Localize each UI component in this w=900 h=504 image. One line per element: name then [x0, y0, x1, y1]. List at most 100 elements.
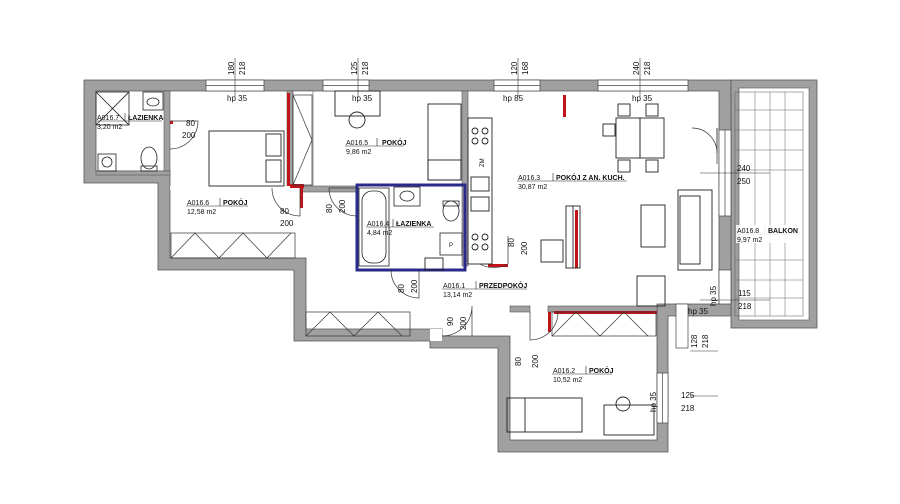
window-sill: hp 35: [227, 94, 248, 103]
room-code: A016.2: [553, 368, 575, 375]
door-width: 80: [325, 204, 334, 213]
door-width: 80: [397, 284, 406, 293]
room-name: POKÓJ Z AN. KUCH.: [556, 173, 625, 182]
window-width: 120: [510, 61, 519, 75]
new-partitions: [170, 93, 657, 332]
door-height: 200: [280, 219, 294, 228]
door-width: 80: [507, 238, 516, 247]
room-code: A016.7: [97, 115, 119, 122]
sink: [142, 91, 164, 111]
door: [441, 305, 473, 337]
window-height: 218: [701, 334, 710, 348]
sofa: [677, 189, 713, 271]
window-height: 218: [681, 404, 695, 413]
door-height: 200: [520, 241, 529, 255]
windows: [205, 79, 732, 424]
room-area: 13,14 m2: [443, 292, 472, 299]
door: [169, 120, 199, 150]
window-width: 125: [681, 391, 695, 400]
room-name: BALKON: [768, 228, 798, 235]
room-area: 4,84 m2: [367, 230, 392, 237]
room-area: 12,58 m2: [187, 209, 216, 216]
sink: [393, 186, 421, 207]
shower: [95, 91, 130, 126]
bed: [427, 103, 462, 181]
window: [718, 269, 732, 305]
door-labels: 80 200 80 200 80 200 80 200 90 200 80 20…: [182, 119, 540, 368]
bathroom-outline: [355, 183, 467, 272]
dining-table: [615, 117, 641, 159]
room-labels: A016.7 ŁAZIENKA 3,20 m2 A016.5 POKÓJ 9,8…: [97, 113, 800, 384]
room-code: A016.4: [367, 221, 389, 228]
room-label-a016-4: A016.4 ŁAZIENKA 4,84 m2: [366, 219, 434, 237]
room-area: 10,52 m2: [553, 377, 582, 384]
window-height: 218: [361, 61, 370, 75]
door: [390, 269, 420, 299]
door-height: 200: [410, 279, 419, 293]
door-width: 90: [446, 317, 455, 326]
fridge-label: ZM: [480, 158, 486, 167]
window-height: 168: [521, 61, 530, 75]
window: [675, 303, 689, 349]
room-label-a016-3: A016.3 POKÓJ Z AN. KUCH. 30,87 m2: [517, 173, 627, 191]
door-height: 200: [338, 199, 347, 213]
room-name: ŁAZIENKA: [128, 115, 163, 122]
door-height: 200: [459, 316, 468, 330]
room-area: 30,87 m2: [518, 184, 547, 191]
room-name: POKÓJ: [382, 138, 407, 147]
room-area: 9,86 m2: [346, 149, 371, 156]
window-sill: hp 35: [352, 94, 373, 103]
balcony-sill: hp 35: [709, 285, 718, 306]
door: [479, 236, 509, 269]
dryer-label: P: [449, 243, 453, 249]
window-sill: hp 35: [632, 94, 653, 103]
armchair: [636, 275, 666, 307]
balcony-door-height: 250: [737, 177, 751, 186]
room-label-a016-1: A016.1 PRZEDPOKÓJ 13,14 m2: [442, 281, 527, 299]
window-width: 128: [690, 334, 699, 348]
balcony-door-width: 240: [737, 164, 751, 173]
door: [328, 187, 358, 217]
door: [691, 127, 718, 154]
window-labels: 180 218 hp 35 125 218 hp 35 120 168 hp 8…: [227, 61, 752, 413]
window-height: 218: [643, 61, 652, 75]
door-width: 80: [514, 357, 523, 366]
interior-walls: [95, 90, 658, 318]
door-width: 80: [280, 207, 289, 216]
bed: [506, 397, 583, 433]
door: [529, 311, 559, 341]
window-height: 218: [238, 61, 247, 75]
door-width: 80: [186, 119, 195, 128]
door-height: 200: [182, 131, 196, 140]
toilet: [140, 146, 158, 170]
wardrobes: [170, 94, 657, 337]
window-sill: hp 85: [503, 94, 524, 103]
bed: [208, 130, 285, 187]
room-name: PRZEDPOKÓJ: [479, 281, 527, 290]
balcony-window-height: 218: [738, 302, 752, 311]
room-code: A016.6: [187, 200, 209, 207]
room-code: A016.1: [443, 283, 465, 290]
door: [271, 187, 301, 217]
window-width: 125: [350, 61, 359, 75]
room-name: POKÓJ: [223, 198, 248, 207]
balcony: [730, 79, 818, 329]
room-name: POKÓJ: [589, 366, 614, 375]
coffee-table: [640, 204, 666, 248]
washing-machine: [97, 153, 117, 172]
room-code: A016.8: [737, 228, 759, 235]
room-label-a016-5: A016.5 POKÓJ 9,86 m2: [345, 138, 407, 156]
window-width: 240: [632, 61, 641, 75]
window-sill: hp 35: [649, 391, 658, 412]
room-code: A016.3: [518, 175, 540, 182]
appliance-labels: ZM P: [449, 158, 486, 249]
window-width: 180: [227, 61, 236, 75]
dimension-lines: [234, 58, 770, 397]
balcony-window-width: 115: [738, 289, 751, 298]
door-height: 200: [531, 354, 540, 368]
toilet: [442, 200, 460, 222]
room-label-a016-8: A016.8 BALKON 9,97 m2: [736, 225, 800, 244]
doors: [169, 120, 718, 341]
desk: [603, 404, 655, 436]
